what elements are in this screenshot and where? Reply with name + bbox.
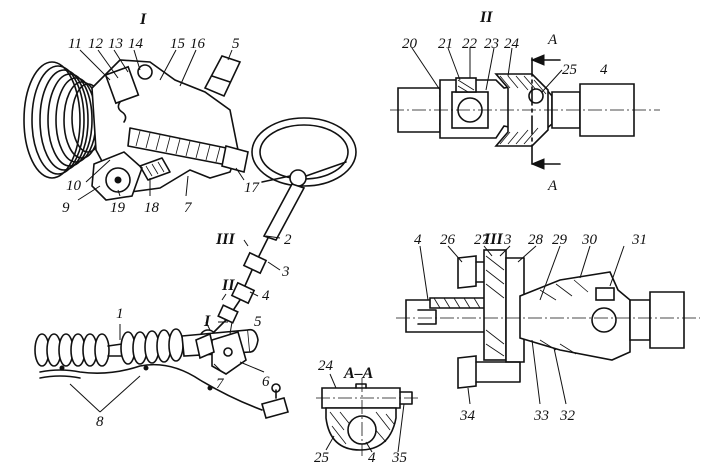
detail-I-steering-gear — [23, 49, 249, 201]
callout-22: 22 — [462, 36, 478, 52]
callout-23: 23 — [484, 36, 499, 52]
callout-27: 27 — [474, 232, 491, 248]
callout-7-bottom: 7 — [216, 376, 225, 392]
callout-3: 3 — [281, 264, 290, 280]
callout-30: 30 — [581, 232, 598, 248]
callout-33: 33 — [533, 408, 549, 424]
callout-8: 8 — [96, 414, 104, 430]
boot-bellows — [23, 61, 105, 179]
section-mark-top: A — [547, 32, 558, 48]
callout-24: 24 — [504, 36, 520, 52]
callout-19: 19 — [110, 200, 126, 216]
callout-21: 21 — [438, 36, 453, 52]
callout-15: 15 — [170, 36, 186, 52]
callout-25: 25 — [562, 62, 578, 78]
callout-6: 6 — [262, 374, 270, 390]
left-bellows — [34, 333, 110, 367]
callout-26: 26 — [440, 232, 456, 248]
callout-16: 16 — [190, 36, 206, 52]
labels: I II III A–A A A 11 12 13 14 15 16 5 10 … — [62, 9, 647, 464]
callout-4-III: 4 — [414, 232, 422, 248]
callout-3-III: 3 — [503, 232, 512, 248]
callout-28: 28 — [528, 232, 544, 248]
callout-13: 13 — [108, 36, 123, 52]
joint-mark-I: I — [203, 313, 211, 330]
callout-2: 2 — [284, 232, 292, 248]
callout-14: 14 — [128, 36, 144, 52]
section-mark-bottom: A — [547, 178, 558, 194]
joint-mark-III: III — [215, 231, 235, 248]
callout-35: 35 — [391, 450, 408, 464]
section-A-A — [316, 373, 420, 456]
joint-mark-II: II — [221, 277, 235, 294]
right-bellows — [120, 328, 184, 365]
callout-1: 1 — [116, 306, 124, 322]
callout-10: 10 — [66, 178, 82, 194]
callout-5-bottom: 5 — [254, 314, 262, 330]
view-label-A-A: A–A — [343, 365, 374, 382]
callout-4-AA: 4 — [368, 450, 376, 464]
callout-32: 32 — [559, 408, 576, 424]
callout-5-top: 5 — [232, 36, 240, 52]
callout-4-II: 4 — [600, 62, 608, 78]
callout-25-AA: 25 — [314, 450, 330, 464]
callout-20: 20 — [402, 36, 418, 52]
steering-wheel-rim — [251, 117, 357, 187]
callout-7-top: 7 — [184, 200, 193, 216]
callout-12: 12 — [88, 36, 104, 52]
steering-gear-general-view — [34, 321, 289, 419]
detail-III-joint-section — [396, 245, 700, 405]
callout-17: 17 — [244, 180, 261, 196]
view-label-I: I — [139, 11, 147, 28]
view-label-II: II — [479, 9, 493, 26]
callout-11: 11 — [68, 36, 82, 52]
callout-18: 18 — [144, 200, 160, 216]
detail-II-joint-section — [390, 47, 660, 170]
callout-24-AA: 24 — [318, 358, 334, 374]
callout-4: 4 — [262, 288, 270, 304]
view-label-III: III — [483, 231, 503, 248]
callout-29: 29 — [552, 232, 568, 248]
callout-9: 9 — [62, 200, 70, 216]
callout-34: 34 — [459, 408, 476, 424]
callout-31: 31 — [631, 232, 647, 248]
